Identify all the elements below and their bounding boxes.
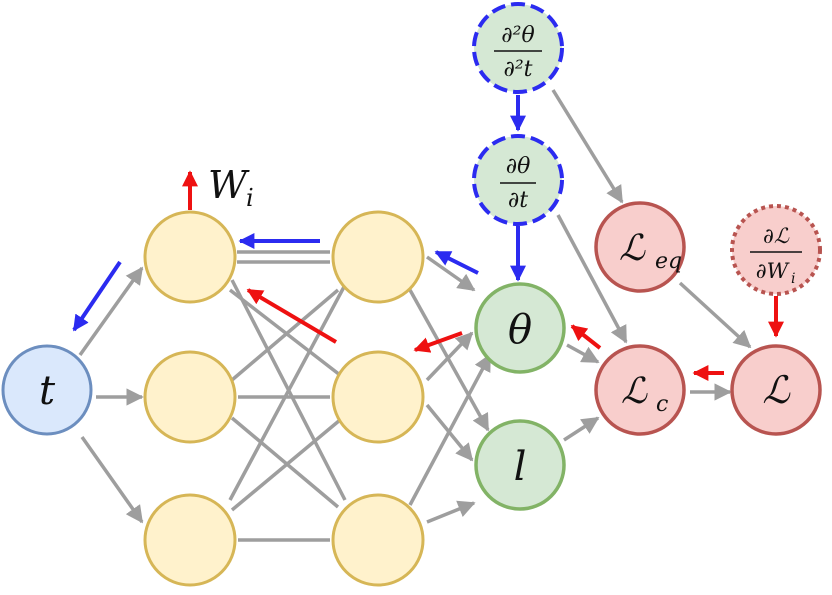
d2theta-denominator: ∂²t <box>503 57 532 82</box>
dL-denominator: ∂W <box>756 259 791 283</box>
total-loss-node <box>730 344 822 436</box>
loss-eq-subscript: eq <box>655 249 682 274</box>
dtheta-denominator: ∂t <box>508 188 528 213</box>
loss-c-symbol: ℒ <box>621 371 648 412</box>
loss-c-subscript: c <box>656 392 668 417</box>
blue-gradient-arrows <box>72 95 526 332</box>
weight-label: W <box>208 163 250 207</box>
dL-numerator: ∂ℒ <box>763 224 790 248</box>
network-edges <box>78 89 752 542</box>
hidden-node-2-2 <box>331 350 425 444</box>
output-node-theta <box>474 282 566 374</box>
loss-c-node <box>594 344 686 436</box>
output-node-l <box>474 419 566 511</box>
dL-denominator-subscript: i <box>791 271 795 287</box>
total-loss-symbol: ℒ <box>762 368 791 412</box>
hidden-node-1-1 <box>143 210 237 304</box>
d2theta-numerator: ∂²θ <box>501 23 534 48</box>
red-gradient-arrows <box>182 170 784 381</box>
hidden-node-1-3 <box>143 493 237 587</box>
loss-eq-symbol: ℒ <box>619 228 646 269</box>
weight-subscript: i <box>246 184 254 212</box>
first-derivative-node <box>472 134 564 226</box>
input-node-t <box>1 344 93 436</box>
hidden-node-2-3 <box>331 493 425 587</box>
loss-gradient-node <box>730 204 822 296</box>
second-derivative-node <box>472 2 564 94</box>
hidden-node-2-1 <box>331 210 425 304</box>
theta-label: θ <box>508 307 532 353</box>
loss-eq-node <box>594 201 686 293</box>
hidden-node-1-2 <box>143 350 237 444</box>
dtheta-numerator: ∂θ <box>506 154 531 179</box>
l-label: l <box>514 444 527 490</box>
input-label: t <box>39 368 56 414</box>
